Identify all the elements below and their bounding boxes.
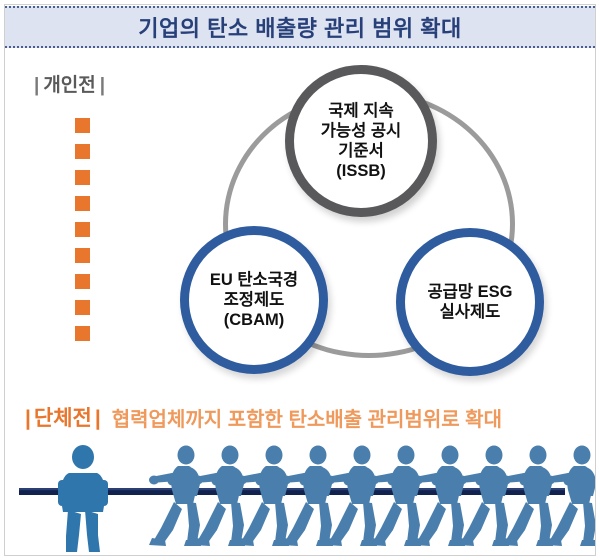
arrow-dash [75,326,90,341]
rope-highlight [19,488,565,491]
puller-figure [369,445,421,546]
bracket-left-icon: | [34,75,40,96]
regulations-diagram: 국제 지속 가능성 공시 기준서 (ISSB) EU 탄소국경 조정제도 (CB… [168,62,588,392]
node-line: (CBAM) [223,311,285,330]
circle-node-issb[interactable]: 국제 지속 가능성 공시 기준서 (ISSB) [285,65,437,217]
tug-of-war-svg [19,445,595,552]
bracket-right-icon: | [99,75,106,96]
arrow-dash [75,248,90,263]
page-title: 기업의 탄소 배출량 관리 범위 확대 [138,16,462,41]
node-line: 조정제도 [223,290,285,309]
arrow-dash [75,170,90,185]
puller-figure [325,445,377,546]
arrow-dash [75,222,90,237]
puller-figure [545,445,595,546]
puller-figure [413,445,465,546]
node-line: 공급망 ESG [427,282,513,301]
tug-of-war-illustration [5,440,595,556]
stage-individual-label: |개인전| [30,70,109,97]
puller-figure [501,445,553,546]
arrow-dash [75,144,90,159]
node-line: 가능성 공시 [320,121,402,140]
stage-group-caption: |단체전| 협력업체까지 포함한 탄소배출 관리범위로 확대 [22,400,582,434]
puller-figure [237,445,289,546]
lead-figure [58,445,108,552]
title-bar: 기업의 탄소 배출량 관리 범위 확대 [5,6,595,48]
arrow-dash [75,300,90,315]
bracket-right-icon: | [94,407,101,430]
stage-group-label: |단체전| [22,402,104,432]
stage-group-description: 협력업체까지 포함한 탄소배출 관리범위로 확대 [111,408,502,431]
stage-individual-text: 개인전 [43,75,96,96]
node-line: (ISSB) [336,162,386,181]
node-line: EU 탄소국경 [209,270,299,289]
arrow-dash [75,274,90,289]
puller-figure [193,445,245,546]
puller-figure [457,445,509,546]
puller-group [149,445,595,546]
arrow-dash [75,118,90,133]
bracket-left-icon: | [25,407,31,430]
stage-group-text: 단체전 [33,407,92,430]
arrow-dash [75,196,90,211]
node-line: 실사제도 [439,303,501,321]
downward-dashed-arrow [66,118,106,386]
puller-figure [281,445,333,546]
node-line: 기준서 [338,142,384,160]
rope [19,488,565,495]
circle-node-esg[interactable]: 공급망 ESG 실사제도 [396,228,544,376]
puller-figure [149,445,201,546]
circle-node-cbam[interactable]: EU 탄소국경 조정제도 (CBAM) [180,226,328,374]
node-line: 국제 지속 [328,101,394,120]
